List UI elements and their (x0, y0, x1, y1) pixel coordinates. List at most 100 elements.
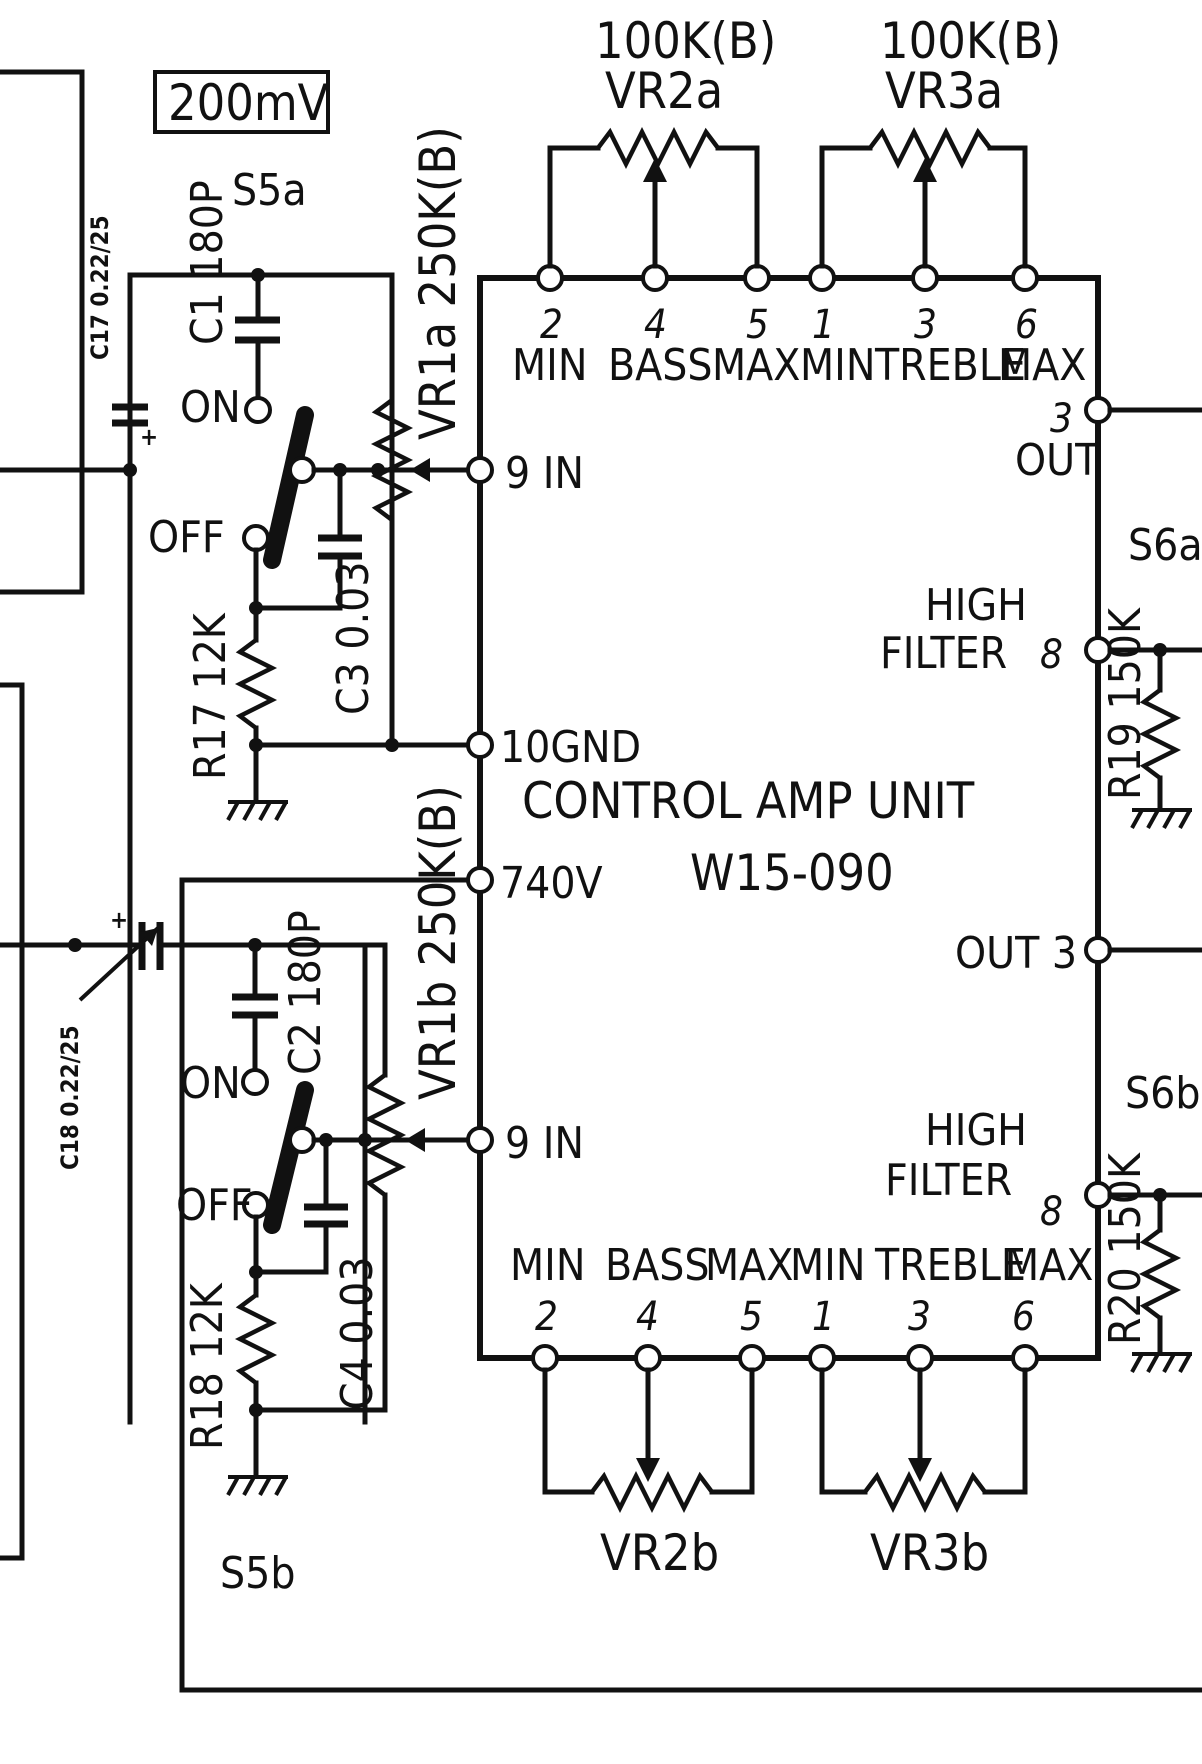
filter-b-num: 8 (1040, 1189, 1063, 1235)
top-pin-3 (911, 264, 939, 292)
filter-b-label-1: HIGH (925, 1105, 1027, 1156)
s5b-label: S5b (220, 1548, 295, 1599)
pin-3-out-a-label: OUT (1015, 435, 1100, 486)
r19-resistor (1138, 688, 1182, 780)
bottom-pin-2 (531, 1344, 559, 1372)
vr1a-potentiometer (370, 398, 414, 522)
s5b-on-contact (241, 1068, 269, 1096)
vr3b-resistor (863, 1470, 987, 1514)
s5b-off-label: OFF (176, 1180, 253, 1231)
c18-label: C18 0.22/25 (56, 1025, 84, 1170)
filter-a-label-1: HIGH (925, 580, 1027, 631)
bottom-pin-4-label: BASS (605, 1240, 710, 1291)
bass-pot-vr2b: VR2b (542, 1367, 755, 1582)
level-label: 200mV (168, 74, 329, 132)
pin-10-gnd-label: 10GND (500, 722, 641, 773)
s5a-off-label: OFF (148, 512, 225, 563)
pin-7-40v-label: 740V (500, 858, 603, 909)
r19-label: R19 150K (1100, 607, 1151, 800)
s5a-off-contact (242, 524, 270, 552)
bottom-pin-2-label: MIN (510, 1240, 585, 1291)
r20-resistor (1138, 1228, 1182, 1320)
bottom-pin-5-num: 5 (740, 1294, 763, 1340)
r17-label: R17 12K (185, 612, 236, 780)
vr1a-label: VR1a 250K(B) (409, 126, 467, 440)
vr1b-potentiometer (363, 1073, 407, 1197)
c17-label: C17 0.22/25 (86, 215, 114, 360)
unit-outline (477, 275, 1101, 1361)
top-pin-1-label: MIN (800, 340, 875, 391)
vr3a-label: VR3a (885, 62, 1003, 120)
s5b-switch-blade (263, 1081, 314, 1234)
bottom-pin-6 (1011, 1344, 1039, 1372)
s5a-common-contact (288, 456, 316, 484)
vr2a-value: 100K(B) (595, 12, 776, 70)
vr3a-resistor (868, 126, 992, 170)
bottom-pin-3-num: 3 (908, 1294, 931, 1340)
c4-label: C4 0.03 (332, 1256, 383, 1410)
bottom-pin-1 (808, 1344, 836, 1372)
r18-resistor (234, 1293, 278, 1385)
s5a-label: S5a (232, 165, 307, 216)
filter-a-num: 8 (1040, 632, 1063, 678)
treble-pot-vr3a: 100K(B) VR3a (819, 12, 1061, 269)
svg-text:+: + (110, 906, 128, 934)
s5a-on-contact (244, 396, 272, 424)
pin-10-gnd (466, 731, 494, 759)
channel-a-input-network: + C17 0.22/25 ON C1 180P OFF S5a C3 0.03 (86, 126, 471, 1425)
filter-b-label-2: FILTER (885, 1155, 1012, 1206)
top-pin-2-num: 2 (540, 302, 563, 348)
top-pin-2-label: MIN (512, 340, 587, 391)
vr3b-label: VR3b (870, 1524, 989, 1582)
vr2b-resistor (590, 1470, 714, 1514)
bottom-pin-5-label: MAX (705, 1240, 793, 1291)
ground-symbol-a (226, 800, 288, 821)
bottom-pin-4 (634, 1344, 662, 1372)
control-amp-unit: 9 IN 10GND 740V 9 IN CONTROL AMP UNIT W1… (466, 264, 1112, 1372)
bottom-pin-5 (738, 1344, 766, 1372)
pin-9-in-a (466, 456, 494, 484)
pin-7-40v (466, 866, 494, 894)
top-pin-6-num: 6 (1015, 302, 1038, 348)
pin-3-out-a (1084, 396, 1112, 424)
c1-label: C1 180P (182, 180, 233, 345)
top-pin-1-num: 1 (812, 302, 835, 348)
ground-symbol-b (226, 1475, 288, 1496)
vr2a-resistor (596, 126, 720, 170)
s6a-label: S6a (1128, 520, 1202, 571)
c3-label: C3 0.03 (328, 561, 379, 715)
bottom-pin-2-num: 2 (535, 1294, 558, 1340)
bottom-pin-6-label: MAX (1005, 1240, 1093, 1291)
vr1b-label: VR1b 250K(B) (409, 785, 467, 1100)
ground-symbol-r19 (1130, 808, 1192, 829)
ground-symbol-r20 (1130, 1352, 1192, 1373)
r17-resistor (234, 638, 278, 730)
pin-3-out-b-label: OUT 3 (955, 928, 1077, 979)
bottom-pin-1-label: MIN (790, 1240, 865, 1291)
s5a-switch-blade (263, 406, 314, 569)
s6b-label: S6b (1125, 1068, 1200, 1119)
top-pin-5 (743, 264, 771, 292)
bass-pot-vr2a: 100K(B) VR2a (547, 12, 776, 269)
c2-label: C2 180P (280, 910, 331, 1075)
r20-label: R20 150K (1100, 1152, 1151, 1345)
top-pin-6 (1011, 264, 1039, 292)
top-pin-5-label: MAX (712, 340, 800, 391)
r18-label: R18 12K (182, 1282, 233, 1450)
bottom-pin-6-num: 6 (1012, 1294, 1035, 1340)
top-pin-5-num: 5 (746, 302, 769, 348)
top-pin-2 (536, 264, 564, 292)
pin-9-in-b-label: 9 IN (505, 1118, 584, 1169)
top-pin-6-label: MAX (998, 340, 1086, 391)
bottom-pin-3 (906, 1344, 934, 1372)
pin-9-in-b (466, 1126, 494, 1154)
bottom-pin-1-num: 1 (812, 1294, 835, 1340)
top-pin-1 (808, 264, 836, 292)
filter-a-label-2: FILTER (880, 628, 1007, 679)
channel-b-input-network: + C18 0.22/25 ON C2 180P OFF S5b C4 0.03 (56, 785, 1202, 1693)
bottom-pin-3-label: TREBLE (874, 1240, 1026, 1291)
top-pin-3-num: 3 (914, 302, 937, 348)
pin-3-out-b (1084, 936, 1112, 964)
right-output-network: S6a R19 150K S6b R20 150K (1100, 407, 1202, 1373)
level-box: 200mV (153, 70, 330, 134)
